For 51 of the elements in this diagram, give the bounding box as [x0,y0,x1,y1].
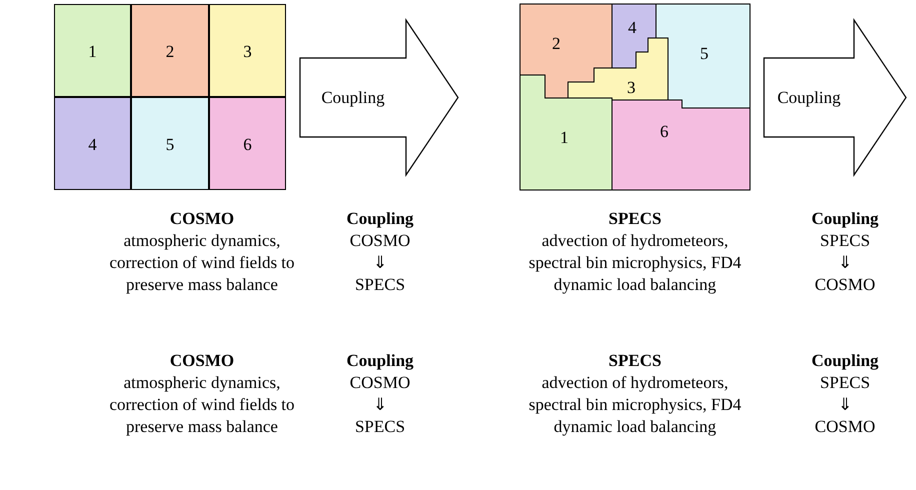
subdomain-region [568,38,668,100]
subdomain-number: 4 [628,18,636,38]
domain-grid [54,4,286,190]
subdomain-region [612,100,750,190]
description-text: atmospheric dynamics, correction of wind fields to preserve mass balance [108,372,296,438]
subdomain-number: 6 [242,134,253,154]
description-text: advection of hydrometeors, spectral bin microphysics, FD4 dynamic load balancing [528,372,742,438]
column-heading: Coupling [810,350,880,372]
down-arrow-symbol: ⇓ [837,252,853,274]
column-heading: COSMO [168,350,236,372]
subdomain-number: 1 [87,42,98,62]
subdomain-number: 3 [242,42,253,62]
model-name: SPECS [818,230,872,252]
subdomain-number: 6 [660,122,668,142]
model-name: SPECS [354,416,406,438]
edge-label: Coupling [776,86,842,108]
down-arrow-symbol: ⇓ [372,394,388,416]
subdomain-region [612,4,656,68]
subdomain-cell [54,97,131,190]
column-heading: Coupling [810,208,880,230]
subdomain-number: 4 [87,134,98,154]
subdomain-number: 2 [164,42,176,62]
down-arrow-symbol: ⇓ [372,252,388,274]
subdomain-cell [209,97,286,190]
subdomain-number: 1 [560,128,568,148]
subdomain-number: 3 [627,78,636,98]
subdomain-cell [209,4,286,97]
model-name: COSMO [348,372,412,394]
column-heading: SPECS [608,208,662,230]
subdomain-number: 2 [552,34,560,54]
model-name: COSMO [814,416,876,438]
block-arrow [299,18,459,177]
subdomain-region [520,75,612,190]
model-name: SPECS [818,372,872,394]
column-heading: Coupling [345,208,415,230]
subdomain-region [520,4,612,98]
subdomain-cell [131,4,209,97]
description-text: atmospheric dynamics, correction of wind fields to preserve mass balance [108,230,296,296]
block-arrow [763,18,907,177]
description-text: advection of hydrometeors, spectral bin microphysics, FD4 dynamic load balancing [528,230,742,296]
column-heading: SPECS [608,350,662,372]
subdomain-cell [131,97,209,190]
subdomain-number: 5 [164,134,176,154]
model-name: COSMO [348,230,412,252]
down-arrow-symbol: ⇓ [837,394,853,416]
column-heading: Coupling [345,350,415,372]
column-heading: COSMO [168,208,236,230]
subdomain-cell [54,4,131,97]
model-name: SPECS [354,274,406,296]
model-name: COSMO [814,274,876,296]
edge-label: Coupling [320,86,386,108]
